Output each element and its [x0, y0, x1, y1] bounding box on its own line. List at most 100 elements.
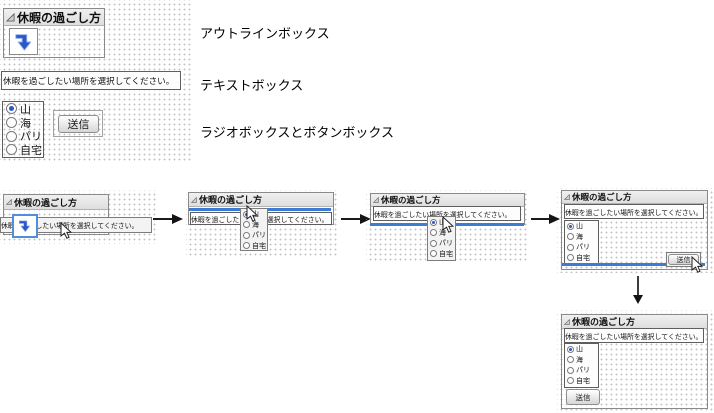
radio-option: パリ — [241, 230, 267, 241]
submit-button-label: 送信 — [676, 256, 691, 264]
radio-option: 海 — [428, 228, 455, 239]
mouse-cursor-icon — [246, 205, 258, 222]
flow-arrow-right-icon — [531, 214, 560, 224]
radio-option-home[interactable]: 自宅 — [3, 143, 43, 157]
step-2-thumbnail: 休暇の過ごし方 休暇を過ごしたい場所を選択してください。 山 海 パリ 自宅 — [186, 190, 338, 257]
radio-icon — [567, 377, 574, 385]
design-canvas: 休暇の過ごし方 休暇を過ごしたい場所を選択してください。 山 海 — [0, 0, 192, 162]
text-box-widget[interactable]: 休暇を過ごしたい場所を選択してください。 — [1, 71, 181, 90]
blue-down-arrow-icon — [18, 220, 31, 233]
text-box-mini: 休暇を過ごしたい場所を選択してください。 — [564, 204, 704, 219]
prompt-text: 休暇を過ごしたい場所を選択してください。 — [565, 209, 703, 217]
radio-label: 山 — [576, 346, 583, 354]
disclosure-triangle-icon — [6, 199, 12, 205]
outline-box-title: 休暇の過ごし方 — [199, 195, 263, 205]
blue-down-arrow-icon — [14, 33, 31, 51]
outline-box-widget: 休暇の過ごし方 — [3, 8, 105, 58]
outline-box-header[interactable]: 休暇の過ごし方 — [4, 9, 104, 26]
radio-option: 自宅 — [565, 253, 598, 264]
radio-selected-icon — [567, 222, 574, 230]
drop-indicator-bar — [562, 263, 705, 266]
radio-icon — [567, 233, 574, 241]
prompt-text: 休暇を過ごしたい場所を選択してください。 — [1, 223, 139, 230]
radio-option: 山 — [565, 344, 598, 355]
radio-option-paris[interactable]: パリ — [3, 129, 43, 143]
mouse-cursor-icon — [442, 216, 454, 233]
radio-option: パリ — [565, 242, 598, 253]
radio-option: 海 — [565, 232, 598, 243]
radio-option-sea[interactable]: 海 — [3, 116, 43, 130]
radio-label: パリ — [576, 244, 590, 252]
radio-option: 自宅 — [565, 376, 598, 387]
radio-label: 海 — [20, 117, 31, 130]
outline-box-header: 休暇の過ごし方 — [562, 315, 707, 329]
disclosure-triangle-icon — [191, 196, 197, 203]
radio-label: パリ — [439, 240, 453, 248]
dragged-radio-group: 山 海 パリ 自宅 — [240, 208, 268, 251]
flow-arrow-right-icon — [341, 214, 371, 224]
radio-icon — [6, 130, 17, 142]
radio-label: 海 — [252, 221, 259, 229]
label-outline-box: アウトラインボックス — [200, 26, 330, 41]
radio-label: パリ — [20, 131, 42, 144]
submit-button-mini: 送信 — [566, 389, 600, 405]
radio-label: 自宅 — [20, 144, 42, 157]
radio-icon — [567, 254, 574, 262]
outline-box-mini: 休暇の過ごし方 — [188, 192, 334, 225]
radio-option: 自宅 — [428, 249, 455, 260]
insert-target-tile-selected — [12, 214, 38, 238]
prompt-text: 休暇を過ごしたい場所を選択してください。 — [374, 211, 512, 219]
radio-label: 自宅 — [576, 377, 590, 385]
outline-box-title: 休暇の過ごし方 — [572, 317, 636, 327]
radio-icon — [243, 231, 250, 239]
radio-icon — [430, 250, 437, 258]
prompt-text: 休暇を過ごしたい場所を選択してください。 — [565, 333, 703, 341]
radio-option-mountain[interactable]: 山 — [3, 102, 43, 116]
radio-label: 自宅 — [439, 250, 453, 258]
radio-group-widget: 山 海 パリ 自宅 — [2, 101, 44, 158]
outline-box-mini: 休暇の過ごし方 — [3, 194, 109, 235]
outline-box-title: 休暇の過ごし方 — [14, 197, 78, 208]
radio-selected-icon — [567, 345, 574, 353]
radio-icon — [6, 117, 17, 129]
flow-arrow-down-icon — [633, 276, 643, 304]
submit-button-label: 送信 — [575, 392, 591, 402]
radio-label: 山 — [20, 103, 31, 116]
radio-group-mini: 山 海 パリ 自宅 — [564, 343, 599, 388]
dragged-text-box: 休暇を過ごしたい場所を選択してください。 — [0, 217, 152, 233]
disclosure-triangle-icon — [564, 194, 570, 200]
insert-target-tile[interactable] — [9, 28, 38, 55]
radio-selected-icon — [6, 103, 17, 115]
button-selection-rect: 送信 — [53, 110, 103, 137]
radio-option: パリ — [428, 238, 455, 249]
label-text-box: テキストボックス — [200, 78, 304, 93]
radio-label: 海 — [439, 229, 446, 237]
label-radio-and-button: ラジオボックスとボタンボックス — [200, 125, 394, 140]
mouse-cursor-icon — [60, 222, 72, 239]
radio-option: 海 — [565, 355, 598, 366]
radio-label: 自宅 — [252, 242, 266, 250]
step-1-thumbnail: 休暇の過ごし方 休暇を過ごしたい場所を選択してください。 — [0, 190, 158, 244]
submit-button-mini: 送信 — [668, 254, 699, 265]
mouse-cursor-icon — [691, 256, 703, 273]
step-3-thumbnail: 休暇の過ごし方 休暇を過ごしたい場所を選択してください。 山 海 パリ 自宅 — [366, 190, 528, 263]
outline-box-title: 休暇の過ごし方 — [381, 195, 441, 205]
submit-button-label: 送信 — [67, 119, 90, 131]
disclosure-triangle-icon — [564, 318, 570, 325]
final-thumbnail: 休暇の過ごし方 休暇を過ごしたい場所を選択してください。 山 海 パリ 自宅 送… — [557, 310, 714, 412]
radio-icon — [567, 366, 574, 374]
text-box-mini: 休暇を過ごしたい場所を選択してください。 — [564, 328, 704, 343]
outline-box-title: 休暇の過ごし方 — [572, 192, 632, 202]
outline-box-title: 休暇の過ごし方 — [17, 10, 102, 25]
radio-icon — [430, 239, 437, 247]
radio-label: パリ — [576, 367, 590, 375]
disclosure-triangle-icon — [6, 12, 15, 22]
outline-box-header: 休暇の過ごし方 — [562, 191, 707, 204]
radio-option: 自宅 — [241, 241, 267, 252]
step-4-thumbnail: 休暇の過ごし方 休暇を過ごしたい場所を選択してください。 山 海 パリ 自宅 送… — [557, 188, 714, 273]
radio-icon — [567, 243, 574, 251]
submit-button[interactable]: 送信 — [58, 115, 99, 133]
radio-icon — [567, 356, 574, 364]
radio-icon — [243, 242, 250, 250]
